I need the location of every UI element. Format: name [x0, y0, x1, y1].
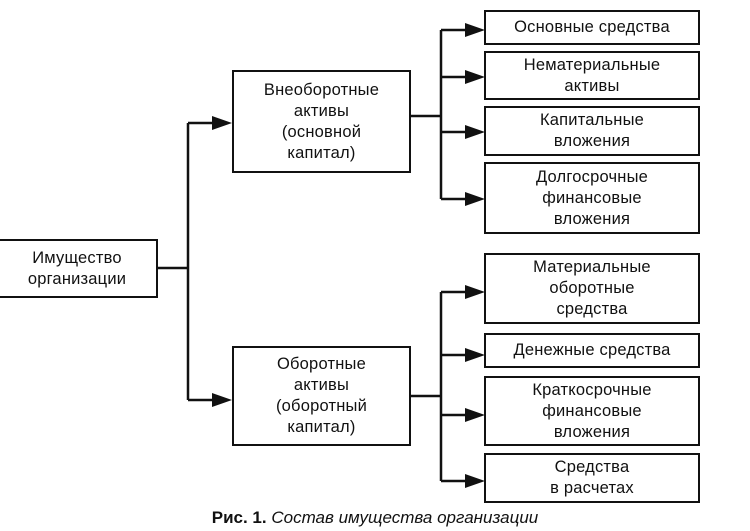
arrowhead-icon — [465, 285, 485, 299]
node-intangible-assets: Нематериальные активы — [484, 51, 700, 100]
node-label-line: оборотные — [549, 279, 635, 297]
node-short-term-financial-investments: Краткосрочные финансовые вложения — [484, 376, 700, 446]
node-label-line: активы — [293, 376, 350, 394]
node-label-line: средства — [556, 300, 628, 318]
arrowhead-icon — [465, 23, 485, 37]
arrowhead-icon — [465, 408, 485, 422]
figure-title: Состав имущества организации — [271, 508, 539, 527]
arrowhead-icon — [465, 192, 485, 206]
node-label-line: Оборотные — [277, 355, 366, 373]
node-label-line: вложения — [553, 209, 631, 228]
node-label-line: (основной — [281, 122, 362, 141]
node-label-line: в расчетах — [550, 479, 634, 497]
node-label-line: финансовые — [542, 188, 642, 207]
node-label-line: Долгосрочные — [535, 167, 649, 186]
node-receivables: Средства в расчетах — [484, 453, 700, 503]
node-label-line: Краткосрочные — [532, 380, 652, 399]
node-current-assets: Оборотные активы (оборотный капитал) — [232, 346, 411, 446]
node-label-line: вложения — [553, 132, 631, 150]
node-label-line: финансовые — [542, 401, 642, 420]
node-capital-investments: Капитальные вложения — [484, 106, 700, 156]
node-long-term-financial-investments: Долгосрочные финансовые вложения — [484, 162, 700, 234]
node-label-line: (оборотный — [275, 397, 368, 415]
figure-caption: Рис. 1. Состав имущества организации — [0, 508, 750, 528]
node-label-line: Денежные средства — [513, 341, 671, 359]
node-label-line: Нематериальные — [523, 55, 661, 74]
node-label-line: организации — [27, 269, 127, 288]
node-label-line: вложения — [553, 422, 631, 441]
node-label-line: Имущество — [32, 248, 122, 267]
node-label-line: активы — [564, 76, 620, 95]
node-fixed-assets: Основные средства — [484, 10, 700, 45]
arrowhead-icon — [465, 348, 485, 362]
node-label-line: капитал) — [287, 143, 356, 162]
node-noncurrent-assets: Внеоборотные активы (основной капитал) — [232, 70, 411, 173]
arrowhead-icon — [212, 393, 232, 407]
node-label-line: Внеоборотные — [263, 80, 380, 99]
node-label-line: Основные средства — [514, 18, 670, 36]
node-label-line: активы — [293, 101, 350, 120]
node-material-current-assets: Материальные оборотные средства — [484, 253, 700, 324]
arrowhead-icon — [465, 125, 485, 139]
node-root-organization-property: Имущество организации — [0, 239, 158, 298]
figure-number: Рис. 1. — [211, 508, 267, 527]
arrowhead-icon — [465, 474, 485, 488]
node-label-line: Капитальные — [539, 111, 645, 129]
arrowhead-icon — [465, 70, 485, 84]
node-label-line: Средства — [554, 458, 630, 476]
arrowhead-icon — [212, 116, 232, 130]
node-label-line: Материальные — [533, 258, 651, 276]
node-cash: Денежные средства — [484, 333, 700, 368]
node-label-line: капитал) — [287, 418, 356, 436]
